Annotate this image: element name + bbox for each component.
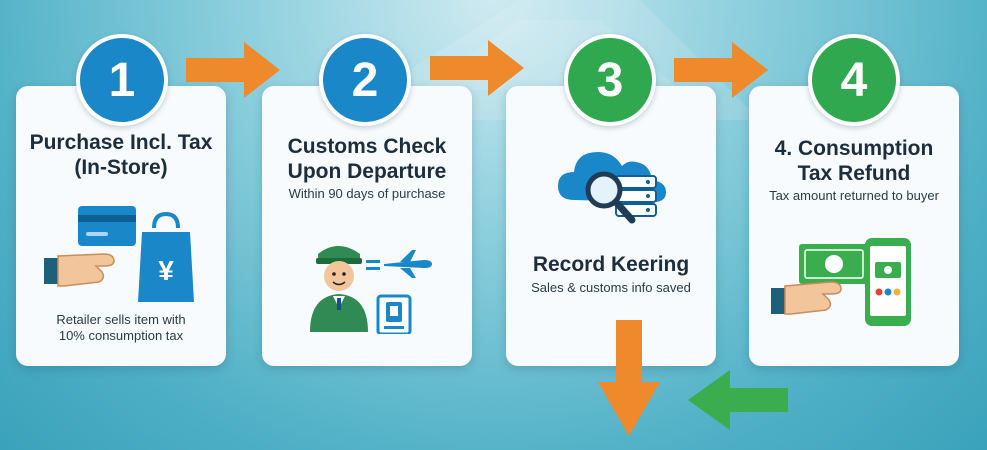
step-number-badge-2: 2: [319, 34, 411, 126]
cloud-database-search-icon: [558, 152, 666, 224]
step-title-3: Record Keering: [532, 253, 690, 276]
step-card-3: Record Keering Sales & customs info save…: [506, 86, 716, 366]
step-title-4: 4. Consumption Tax Refund: [774, 137, 934, 185]
hand-cash-smartphone-icon: [771, 238, 911, 326]
step-card-4: 4. Consumption Tax Refund Tax amount ret…: [749, 86, 959, 366]
step-number-badge-4: 4: [808, 34, 900, 126]
step-subtitle-2: Within 90 days of purchase: [288, 186, 446, 201]
arrow-down-icon: [598, 320, 660, 436]
step-number-badge-3: 3: [564, 34, 656, 126]
step-subtitle-3: Sales & customs info saved: [531, 280, 691, 295]
arrow-right-icon-1-to-2: [186, 42, 280, 98]
step-card-1: Purchase Incl. Tax (In-Store) ¥ Retailer…: [16, 86, 226, 366]
step-card-2: Customs Check Upon Departure Within 90 d…: [262, 86, 472, 366]
arrow-right-icon-2-to-3: [430, 40, 524, 96]
step-subtitle-1: Retailer sells item with 10% consumption…: [56, 312, 186, 343]
step-number-badge-1: 1: [76, 34, 168, 126]
customs-officer-airplane-passport-icon: [310, 246, 432, 334]
arrow-right-icon-3-to-4: [674, 42, 768, 98]
hand-card-shopping-bag-yen-icon: ¥: [44, 206, 194, 302]
step-title-1: Purchase Incl. Tax (In-Store): [29, 131, 213, 179]
svg-text:¥: ¥: [158, 255, 174, 286]
arrow-left-icon: [688, 370, 788, 430]
step-subtitle-4: Tax amount returned to buyer: [769, 188, 939, 203]
step-title-2: Customs Check Upon Departure: [287, 135, 447, 183]
